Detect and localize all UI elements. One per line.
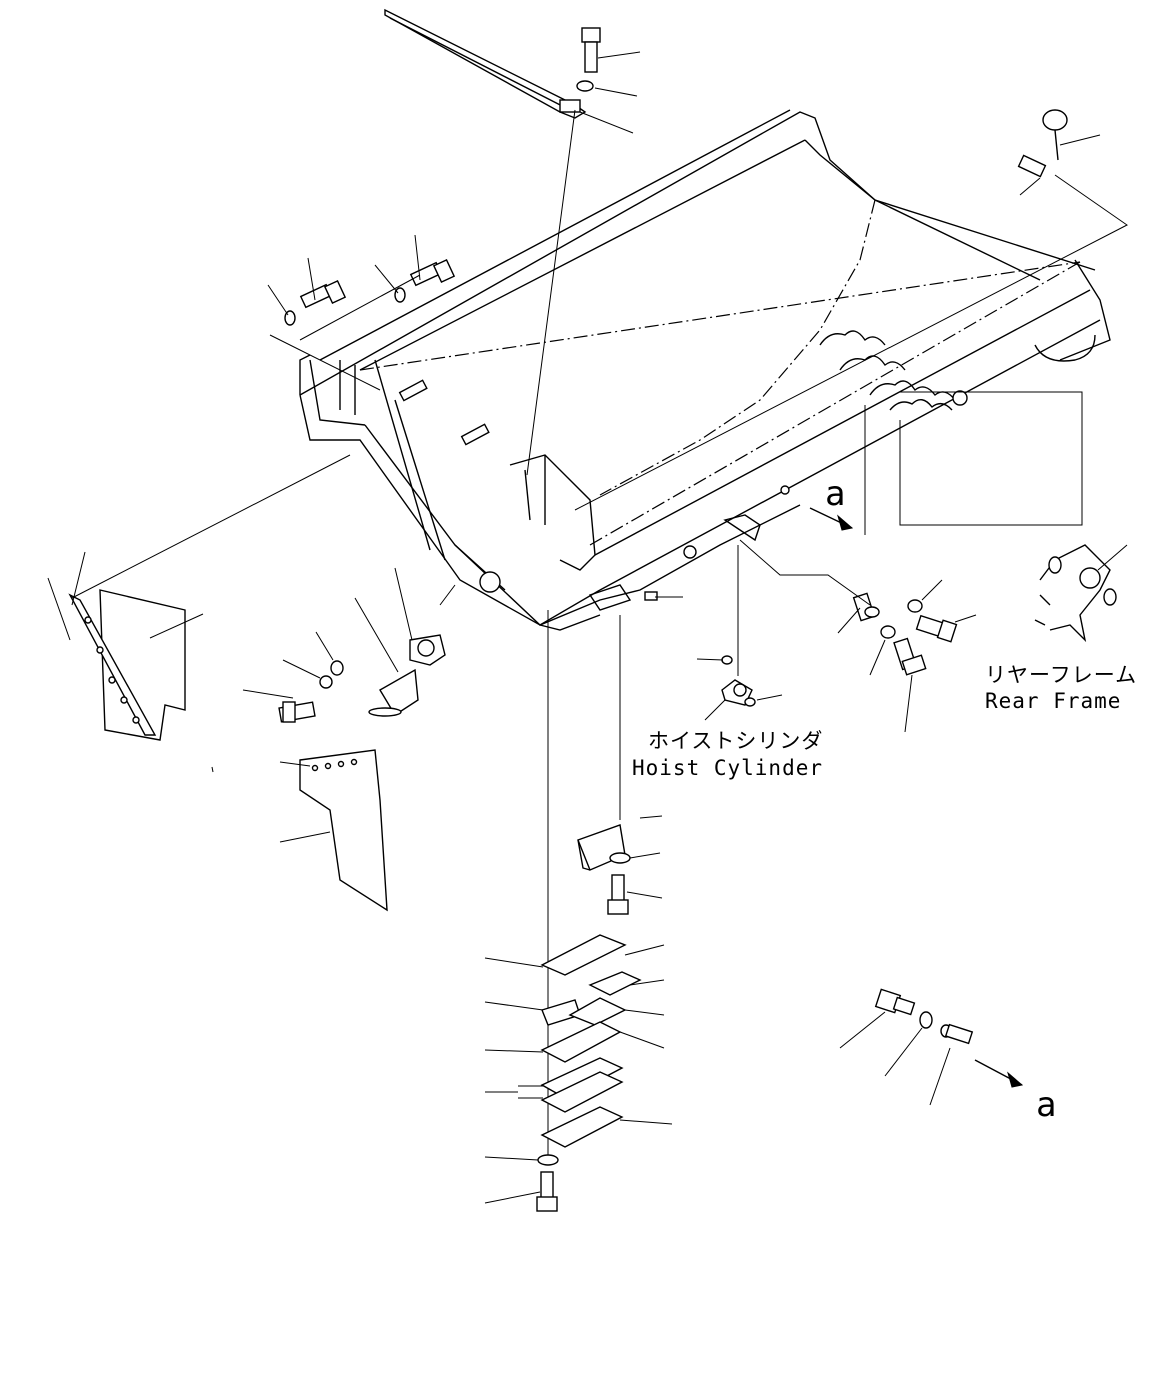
hoist-cylinder-label-jp: ホイストシリンダ <box>648 729 823 753</box>
ref-arrow-bottom <box>974 1059 1024 1088</box>
lock-pin <box>1017 109 1068 178</box>
dump-body <box>299 109 1111 631</box>
rear-frame-bracket <box>1034 544 1117 643</box>
support-bracket <box>577 824 631 915</box>
bottom-right-bolt-pin <box>874 988 974 1045</box>
ref-label-a-bottom: a <box>1036 1085 1056 1125</box>
hoist-cylinder-label-en: Hoist Cylinder <box>632 756 823 780</box>
left-flap <box>68 589 186 741</box>
hanger-bracket <box>278 634 446 723</box>
rear-frame-label-en: Rear Frame <box>985 689 1121 713</box>
left-bolts <box>284 258 456 326</box>
top-bolt <box>576 27 601 92</box>
ref-arrow-top <box>809 507 854 531</box>
shim-stack <box>536 934 642 1212</box>
top-bar-part <box>384 8 587 119</box>
rear-frame-label-jp: リヤーフレーム <box>985 663 1137 687</box>
right-fasteners <box>852 592 958 676</box>
ref-label-a-top: a <box>825 474 845 514</box>
lower-mud-guard <box>299 749 388 912</box>
small-pin <box>644 591 658 601</box>
hoist-cylinder-eye <box>721 655 756 707</box>
